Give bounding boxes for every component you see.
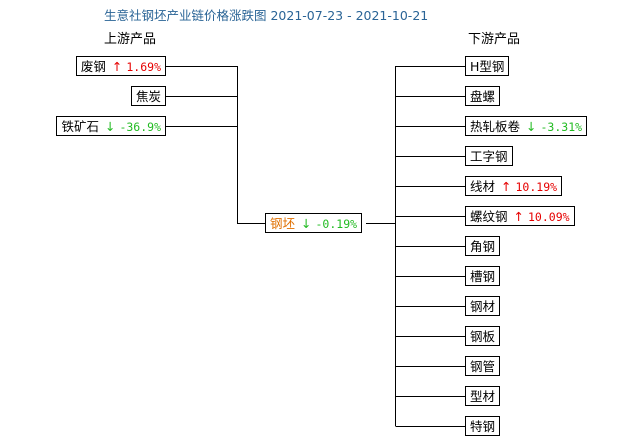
downstream-node[interactable]: 盘螺 — [465, 86, 501, 106]
downstream-node[interactable]: 工字钢 — [465, 146, 513, 166]
up-arrow-icon: ↑ — [111, 59, 123, 74]
downstream-node[interactable]: 角钢 — [465, 236, 501, 256]
page-title: 生意社钢坯产业链价格涨跌图 2021-07-23 - 2021-10-21 — [104, 8, 429, 23]
downstream-node[interactable]: H型钢 — [465, 56, 510, 76]
down-arrow-icon: ↓ — [104, 119, 116, 134]
upstream-node[interactable]: 焦炭 — [130, 86, 166, 106]
downstream-node[interactable]: 特钢 — [465, 416, 501, 436]
downstream-header: 下游产品 — [468, 32, 521, 47]
upstream-header: 上游产品 — [104, 32, 157, 47]
up-arrow-icon: ↑ — [501, 179, 512, 194]
down-arrow-icon: ↓ — [301, 216, 312, 231]
downstream-node[interactable]: 槽钢 — [465, 266, 501, 286]
downstream-node[interactable]: 钢板 — [465, 326, 501, 346]
upstream-node[interactable]: 铁矿石↓-36.9% — [56, 116, 166, 136]
downstream-node[interactable]: 螺纹钢↑10.09% — [465, 206, 575, 226]
downstream-node[interactable]: 钢管 — [465, 356, 501, 376]
downstream-node[interactable]: 型材 — [465, 386, 501, 406]
downstream-node[interactable]: 线材↑10.19% — [465, 176, 563, 196]
downstream-node[interactable]: 热轧板卷↓-3.31% — [465, 116, 588, 136]
upstream-node[interactable]: 废钢↑1.69% — [75, 56, 166, 76]
down-arrow-icon: ↓ — [526, 119, 537, 134]
center-node[interactable]: 钢坯↓-0.19% — [265, 213, 363, 233]
up-arrow-icon: ↑ — [513, 209, 524, 224]
downstream-node[interactable]: 钢材 — [465, 296, 501, 316]
